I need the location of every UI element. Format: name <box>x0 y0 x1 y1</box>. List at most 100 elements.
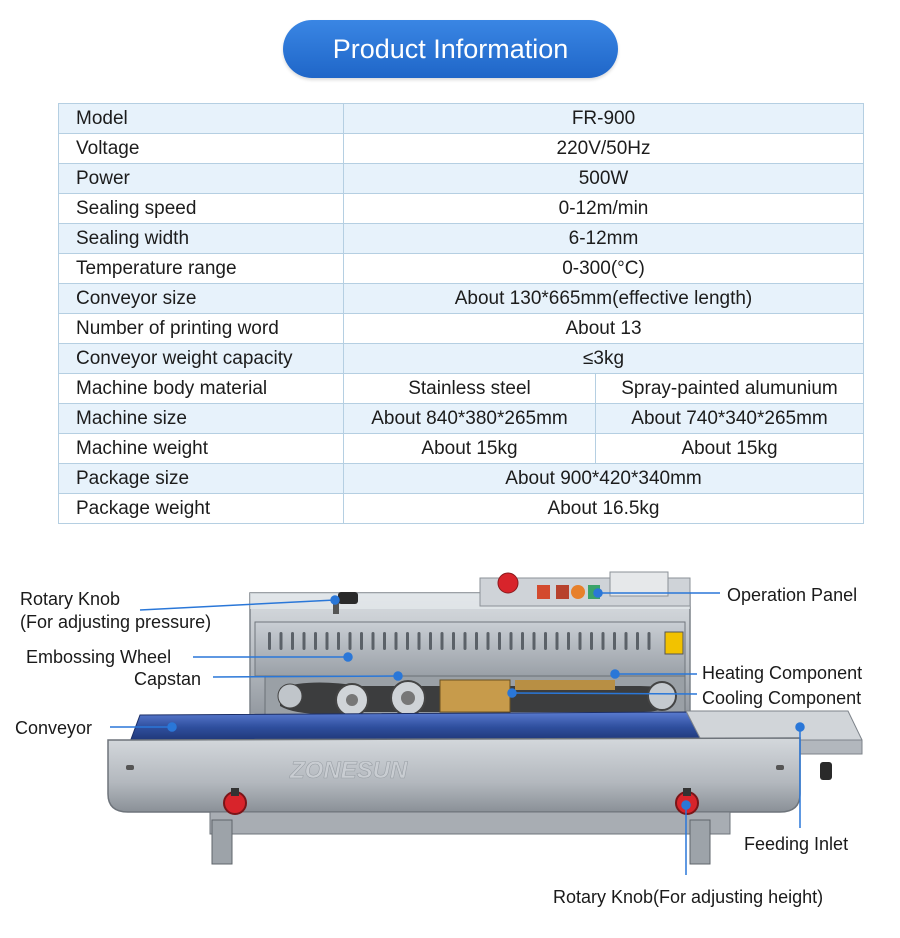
vent-slot <box>314 632 317 650</box>
spec-value: 220V/50Hz <box>342 133 865 164</box>
vent-slot <box>406 632 409 650</box>
vent-slot <box>486 632 490 650</box>
table-row: Number of printing word About 13 <box>58 313 865 344</box>
spec-value-aluminium: Spray-painted alumunium <box>594 373 865 404</box>
vent-slot <box>394 632 398 650</box>
callout-leaders <box>110 588 805 875</box>
vent-slot <box>325 632 329 650</box>
spec-value: 6-12mm <box>342 223 865 254</box>
vent-slot <box>429 632 432 650</box>
spec-label: Package weight <box>58 493 344 524</box>
spec-table: Model FR-900 Voltage 220V/50Hz Power 500… <box>58 103 865 524</box>
vent-slot <box>509 632 513 650</box>
vent-slot <box>463 632 467 650</box>
table-row: Sealing width 6-12mm <box>58 223 865 254</box>
spec-value: About 130*665mm(effective length) <box>342 283 865 314</box>
rotary-knob-height-left <box>223 788 247 815</box>
vent-slot <box>555 632 559 650</box>
table-row: Conveyor weight capacity ≤3kg <box>58 343 865 374</box>
table-row: Temperature range 0-300(°C) <box>58 253 865 284</box>
operation-panel-label: Operation Panel <box>727 585 858 605</box>
vent-slot <box>498 632 501 650</box>
vent-slot <box>578 632 582 650</box>
spec-label: Conveyor weight capacity <box>58 343 344 374</box>
spec-label: Voltage <box>58 133 344 164</box>
spec-value-stainless: Stainless steel <box>343 373 596 404</box>
heating-component-label: Heating Component <box>702 663 863 683</box>
base-frame: ZONESUN <box>107 737 801 865</box>
feeding-inlet-label: Feeding Inlet <box>744 834 849 854</box>
cooling-component-label: Cooling Component <box>702 688 862 708</box>
embossing-wheel-label: Embossing Wheel <box>26 647 172 667</box>
table-row: Model FR-900 <box>58 103 865 134</box>
vent-slot <box>624 632 628 650</box>
spec-value: ≤3kg <box>342 343 865 374</box>
rotary-knob-pressure-sublabel: (For adjusting pressure) <box>20 612 212 632</box>
vent-slot <box>383 632 386 650</box>
vent-slot <box>613 632 616 650</box>
vent-slot <box>544 632 547 650</box>
vent-slot <box>302 632 306 650</box>
vent-slot <box>475 632 478 650</box>
vent-slot <box>647 632 651 650</box>
spec-label: Sealing speed <box>58 193 344 224</box>
table-row: Power 500W <box>58 163 865 194</box>
spec-label: Temperature range <box>58 253 344 284</box>
drive-mechanism <box>264 675 686 717</box>
spec-value: About 13 <box>342 313 865 344</box>
vent-slot <box>532 632 536 650</box>
spec-label: Number of printing word <box>58 313 344 344</box>
spec-label: Model <box>58 103 344 134</box>
spec-value: FR-900 <box>342 103 865 134</box>
spec-value-aluminium: About 740*340*265mm <box>594 403 865 434</box>
spec-label: Power <box>58 163 344 194</box>
vent-slot <box>360 632 363 650</box>
spec-value: About 900*420*340mm <box>342 463 865 494</box>
conveyor-label: Conveyor <box>15 718 93 738</box>
spec-label: Package size <box>58 463 344 494</box>
table-row: Sealing speed 0-12m/min <box>58 193 865 224</box>
spec-label: Machine body material <box>58 373 344 404</box>
spec-value: 0-300(°C) <box>342 253 865 284</box>
sealing-machine-illustration: ZONESUN <box>107 571 863 875</box>
rotary-knob-height-label: Rotary Knob(For adjusting height) <box>553 887 824 907</box>
table-row: Machine weight About 15kg About 15kg <box>58 433 865 464</box>
table-row: Package size About 900*420*340mm <box>58 463 865 494</box>
operation-panel <box>479 571 691 607</box>
vent-slot <box>348 632 352 650</box>
side-knob-right <box>820 762 832 780</box>
spec-value-stainless: About 15kg <box>343 433 596 464</box>
vent-slot <box>440 632 444 650</box>
vent-slot <box>567 632 570 650</box>
spec-label: Machine size <box>58 403 344 434</box>
table-row: Conveyor size About 130*665mm(effective … <box>58 283 865 314</box>
vent-slot <box>291 632 294 650</box>
vent-slot <box>371 632 375 650</box>
svg-text:ZONESUN: ZONESUN <box>289 757 408 784</box>
rotary-knob-pressure <box>333 592 358 614</box>
table-row: Machine body material Stainless steel Sp… <box>58 373 865 404</box>
table-row: Package weight About 16.5kg <box>58 493 865 524</box>
spec-label: Sealing width <box>58 223 344 254</box>
vent-slot <box>636 632 639 650</box>
spec-label: Machine weight <box>58 433 344 464</box>
vent-slot <box>590 632 593 650</box>
spec-value: 0-12m/min <box>342 193 865 224</box>
vent-slot <box>417 632 421 650</box>
spec-value: About 16.5kg <box>342 493 865 524</box>
spec-value-stainless: About 840*380*265mm <box>343 403 596 434</box>
vent-slot <box>337 632 340 650</box>
sealing-cover <box>254 621 686 677</box>
conveyor-belt <box>129 711 701 743</box>
table-row: Voltage 220V/50Hz <box>58 133 865 164</box>
vent-slot <box>521 632 524 650</box>
spec-label: Conveyor size <box>58 283 344 314</box>
vent-slot <box>452 632 455 650</box>
vent-slot <box>601 632 605 650</box>
vent-slot <box>279 632 283 650</box>
spec-value: 500W <box>342 163 865 194</box>
vent-slot <box>268 632 271 650</box>
rotary-knob-pressure-label: Rotary Knob <box>20 589 121 609</box>
capstan-label: Capstan <box>134 669 202 689</box>
spec-value-aluminium: About 15kg <box>594 433 865 464</box>
